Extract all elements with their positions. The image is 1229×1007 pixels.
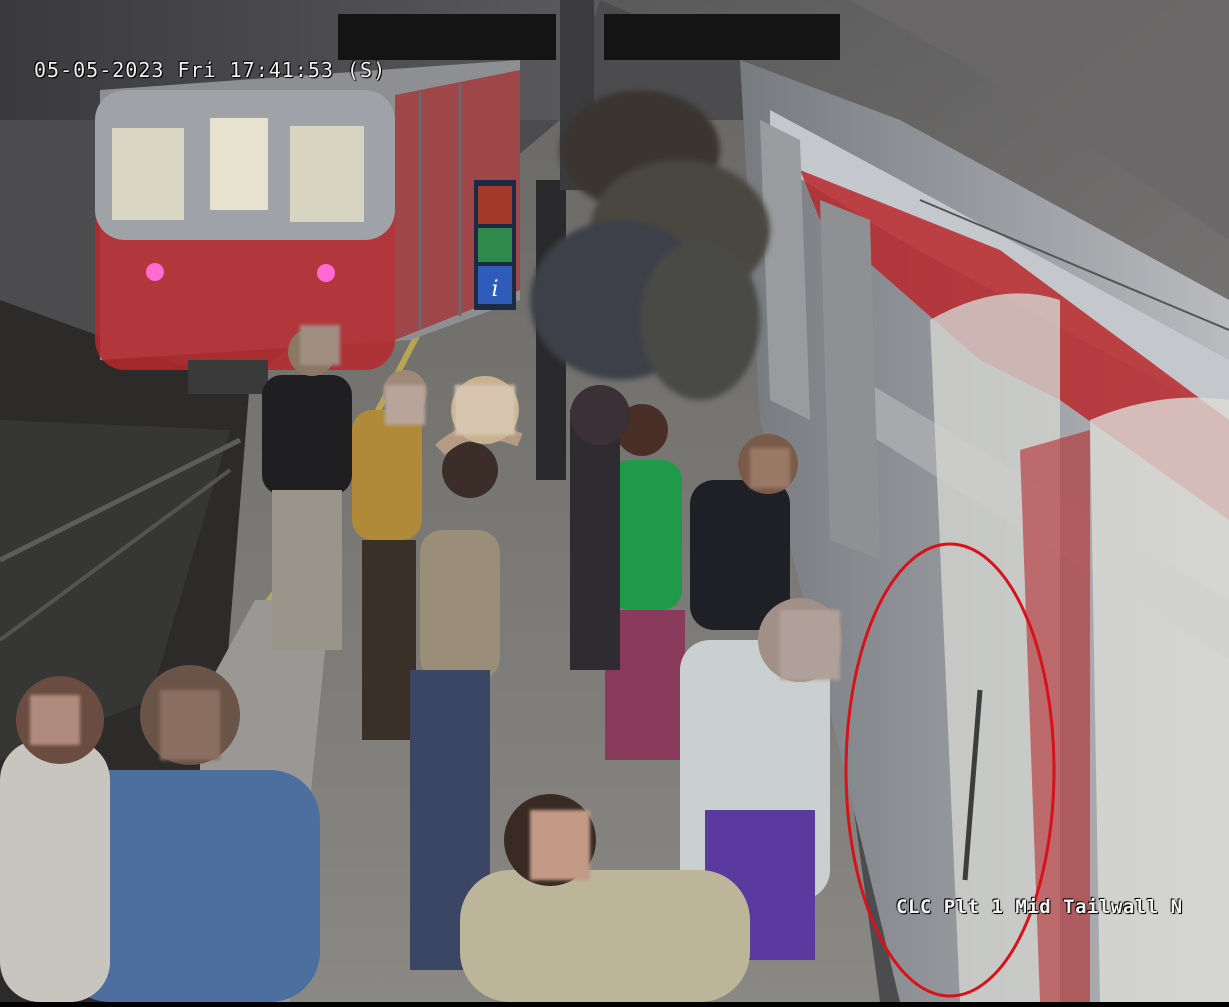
train-front-window-left (112, 128, 184, 220)
cctv-timestamp: 05-05-2023 Fri 17:41:53 (S) (34, 58, 387, 82)
cctv-camera-label: CLC Plt 1 Mid Tailwall N (896, 896, 1183, 918)
platform-train (740, 60, 1229, 1002)
information-icon (478, 266, 512, 304)
information-pillar: i (474, 0, 594, 480)
train-headlight-right (317, 264, 335, 282)
crowd-distant (530, 90, 770, 400)
train-door-window (210, 118, 268, 210)
annotation-ring (844, 542, 1056, 998)
crowd-foreground (0, 325, 842, 1002)
train-headlight-left (146, 263, 164, 281)
train-front-window-right (290, 126, 364, 222)
departure-board-left (338, 14, 556, 60)
departure-board-right (604, 14, 840, 60)
exit-icon (478, 186, 512, 224)
svg-text:i: i (491, 277, 498, 302)
